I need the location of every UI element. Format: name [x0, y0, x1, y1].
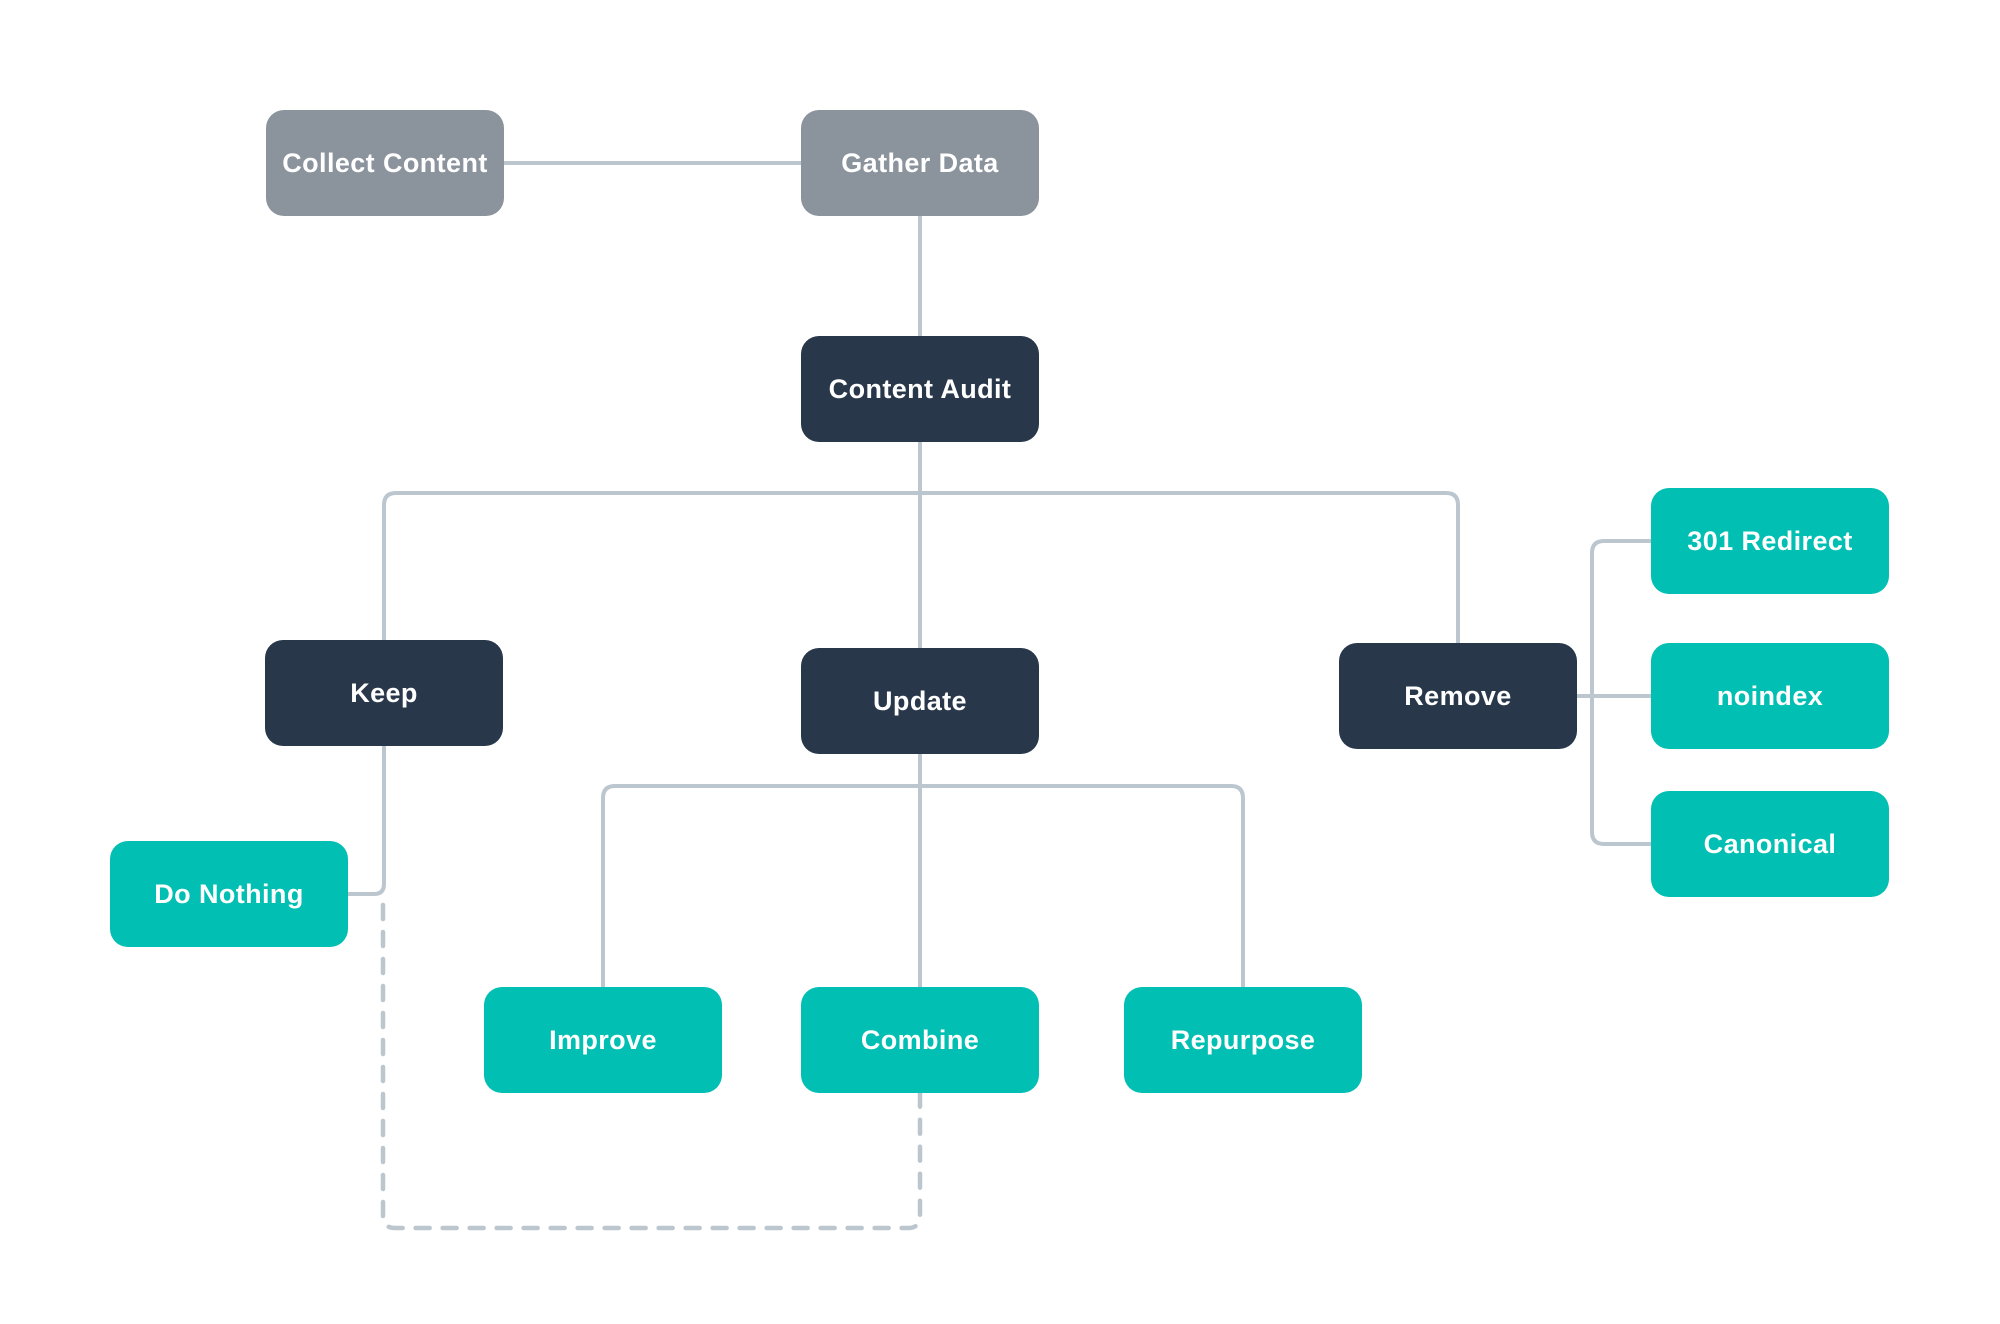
node-noindex: noindex [1651, 643, 1889, 749]
node-canonical-label: Canonical [1703, 828, 1837, 859]
connector-subrail-improve-repurpose [601, 784, 1245, 987]
node-content-audit-label: Content Audit [828, 373, 1012, 404]
node-repurpose: Repurpose [1124, 987, 1362, 1093]
node-gather-data-label: Gather Data [841, 147, 999, 178]
node-remove-label: Remove [1404, 680, 1512, 711]
node-update-label: Update [873, 685, 967, 716]
node-301-redirect: 301 Redirect [1651, 488, 1889, 594]
node-do-nothing-label: Do Nothing [154, 878, 304, 909]
node-noindex-label: noindex [1716, 680, 1824, 711]
node-remove: Remove [1339, 643, 1577, 749]
node-combine: Combine [801, 987, 1039, 1093]
node-update: Update [801, 648, 1039, 754]
node-improve-label: Improve [549, 1024, 657, 1055]
connector-keep-to-do-nothing [348, 746, 386, 896]
node-301-redirect-label: 301 Redirect [1687, 525, 1853, 556]
node-do-nothing: Do Nothing [110, 841, 348, 947]
node-keep-label: Keep [350, 677, 418, 708]
node-combine-label: Combine [860, 1024, 980, 1055]
node-collect-content-label: Collect Content [282, 147, 488, 178]
connector-branch-keep-update-remove [382, 491, 1460, 643]
node-improve: Improve [484, 987, 722, 1093]
node-keep: Keep [265, 640, 503, 746]
node-repurpose-label: Repurpose [1170, 1024, 1316, 1055]
node-collect-content: Collect Content [266, 110, 504, 216]
node-gather-data: Gather Data [801, 110, 1039, 216]
connector-rail-redirect-canonical [1590, 539, 1651, 846]
node-canonical: Canonical [1651, 791, 1889, 897]
node-content-audit: Content Audit [801, 336, 1039, 442]
